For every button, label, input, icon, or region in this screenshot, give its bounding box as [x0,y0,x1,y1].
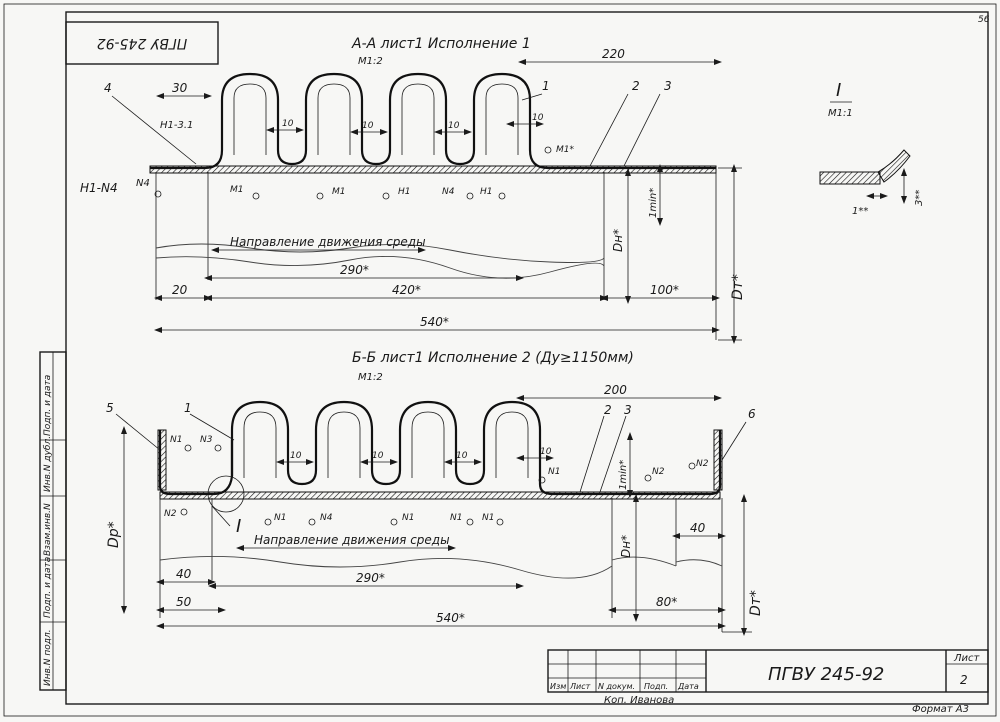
tb-sheet-number: 2 [960,673,968,687]
detail-view: I М1:1 1** 3** [819,80,925,217]
detail-d3: 3** [914,190,925,206]
dim-b-10b: 10 [372,451,384,461]
section-b-scale: М1:2 [358,372,383,383]
flow-label-a: Направление движения среды [230,235,426,249]
bellows-b [230,400,640,496]
weld-a-4: N4 [442,187,455,197]
dim-a-10a: 10 [282,119,294,129]
detail-scale: М1:1 [828,108,853,119]
weld-b-3: N1 [402,513,414,523]
label-a-2: 2 [632,79,640,93]
detail-marker: I [236,516,241,537]
dim-a-540: 540* [420,315,449,329]
title-block: Изм Лист N докум. Подп. Дата ПГВУ 245-92… [547,649,989,715]
section-b: Б-Б лист1 Исполнение 2 (Ду≥1150мм) М1:2 … [106,350,764,636]
weld-a-1: М1 [230,185,244,195]
weld-b-2: N4 [320,513,333,523]
pipe-wall-a [149,165,717,174]
dim-a-30: 30 [172,81,188,95]
weld-a-2: М1 [332,187,346,197]
dim-a-420: 420* [392,283,421,297]
dim-b-dt: Dт* [748,590,764,616]
dim-a-290: 290* [340,263,369,277]
weld-b-n3: N3 [200,435,213,445]
weld-a-5: Н1 [480,187,493,197]
pipe-wall-b [159,491,721,500]
tb-col-date: Дата [677,682,699,691]
side-stamp-2: Подп. и дата [43,557,53,618]
label-a-n4: N4 [136,178,150,189]
side-stamp-3: Взам.инв.N [43,503,53,556]
dim-b-50: 50 [176,595,192,609]
dim-b-tmin: 1min* [618,460,629,490]
weld-b-n2c: N2 [696,459,709,469]
page-number: 56 [978,15,990,25]
dim-a-tmin: 1min* [648,188,659,218]
dim-a-220: 220 [602,47,625,61]
weld-b-n1a: N1 [170,435,182,445]
dim-a-10d: 10 [532,113,544,123]
tb-format: Формат А3 [912,704,969,715]
weld-b-n2b: N2 [652,467,665,477]
label-a-3: 3 [664,79,672,93]
tb-col-sign: Подп. [644,682,668,691]
tb-sheet-label: Лист [953,653,981,664]
tb-copied-by: Коп. Иванова [604,695,674,706]
side-stamp: Инв.N подл. Подп. и дата Взам.инв.N Инв.… [39,351,67,691]
label-b-1: 1 [184,401,192,415]
top-stamp: ПГВУ 245-92 [65,21,219,65]
tb-col-doc: N докум. [598,682,635,691]
label-b-2: 2 [604,403,612,417]
label-a-weld: М1* [556,145,574,155]
weld-b-4: N1 [450,513,462,523]
side-stamp-4: Инв.N дубл. [43,436,53,492]
section-a-title: А-А лист1 Исполнение 1 [351,36,531,52]
section-a: А-А лист1 Исполнение 1 М1:2 Направление … [80,36,746,344]
dim-a-20: 20 [172,283,188,297]
dim-b-290: 290* [356,571,385,585]
detail-title: I [836,80,841,101]
label-a-h13: Н1-3.1 [160,120,193,131]
weld-b-n1b: N1 [548,467,560,477]
section-b-title: Б-Б лист1 Исполнение 2 (Ду≥1150мм) [352,350,634,366]
weld-b-5: N1 [482,513,494,523]
top-stamp-text: ПГВУ 245-92 [97,35,188,51]
label-b-6: 6 [748,407,756,421]
outer-frame [3,3,997,717]
section-a-scale: М1:2 [358,56,383,67]
dim-b-40a: 40 [176,567,192,581]
dim-a-dt: Dт* [730,274,746,300]
weld-b-n2a: N2 [164,509,177,519]
flow-label-b: Направление движения среды [254,533,450,547]
dim-b-dn: Dн* [619,535,633,558]
side-stamp-5: Подп. и дата [43,375,53,436]
dim-b-10d: 10 [540,447,552,457]
label-a-1: 1 [542,79,550,93]
label-a-4: 4 [104,81,112,95]
weld-b-1: N1 [274,513,286,523]
label-a-n1n4: Н1-N4 [80,181,118,195]
dim-b-10c: 10 [456,451,468,461]
tb-col-izm: Изм [550,682,566,691]
dim-b-200: 200 [604,383,627,397]
dim-b-80: 80* [656,595,677,609]
detail-d1: 1** [852,206,868,217]
dim-b-10a: 10 [290,451,302,461]
weld-a-3: Н1 [398,187,411,197]
dim-a-10c: 10 [448,121,460,131]
dim-b-40b: 40 [690,521,706,535]
label-b-3: 3 [624,403,632,417]
dim-b-540: 540* [436,611,465,625]
tb-col-list: Лист [569,682,591,691]
tb-doc-number: ПГВУ 245-92 [768,664,884,685]
dim-a-10b: 10 [362,121,374,131]
dim-a-dn: Dн* [611,229,625,252]
dim-a-100: 100* [650,283,679,297]
side-stamp-1: Инв.N подл. [43,629,53,686]
bellows-a [150,72,716,170]
label-b-5: 5 [106,401,114,415]
dim-b-dp: Dр* [106,521,122,548]
